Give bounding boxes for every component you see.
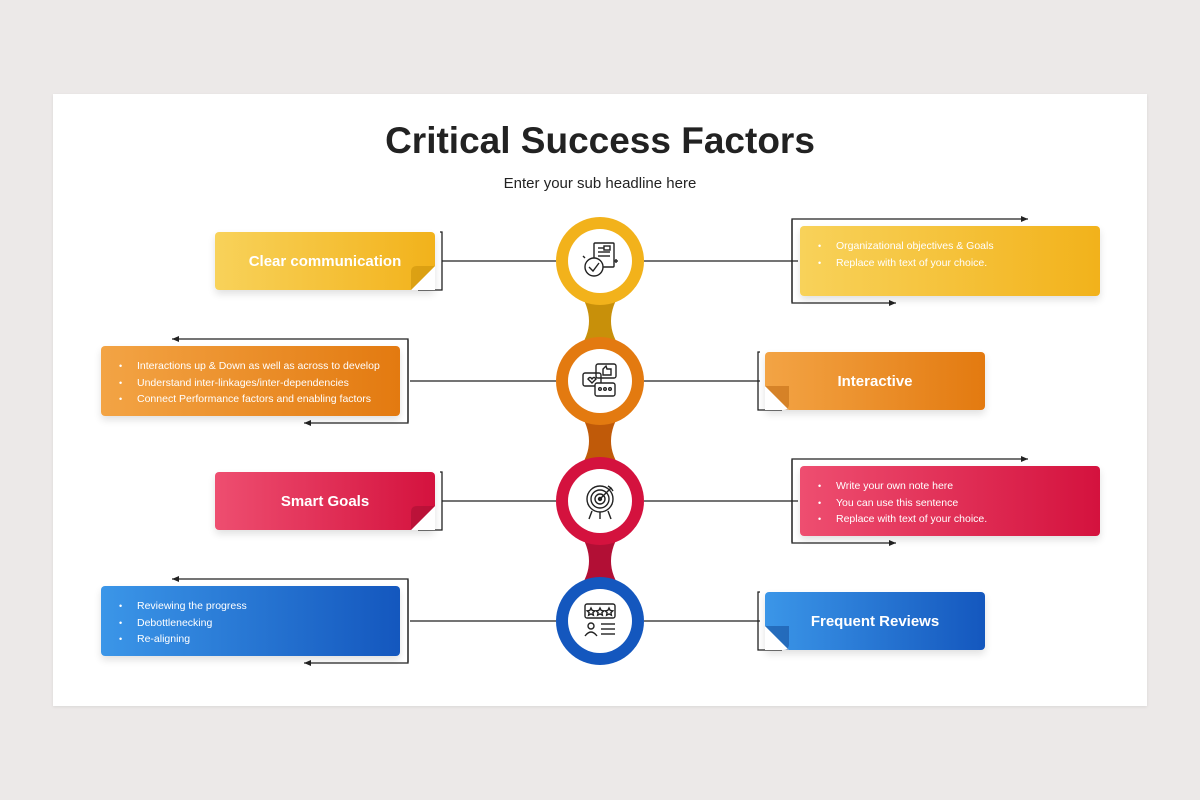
factor-label: Frequent Reviews (810, 612, 940, 630)
chain-link-red-blue (578, 530, 622, 590)
bullet-item: Interactions up & Down as well as across… (119, 358, 390, 375)
chain-link-orange-red (578, 410, 622, 470)
bullet-item: Replace with text of your choice. (818, 255, 1090, 272)
page-title: Critical Success Factors (385, 120, 815, 161)
factor-label-card: Smart Goals (215, 472, 435, 530)
bullet-item: Replace with text of your choice. (818, 511, 1090, 528)
chat-bubbles-icon (568, 349, 632, 413)
page-fold-corner (765, 626, 789, 650)
factor-bullet-card: Interactions up & Down as well as across… (101, 346, 400, 416)
page-subtitle: Enter your sub headline here (503, 175, 697, 192)
bullet-item: Re-aligning (119, 631, 390, 648)
bullet-item: Reviewing the progress (119, 598, 390, 615)
page-fold-corner (411, 506, 435, 530)
bullet-item: Organizational objectives & Goals (818, 238, 1090, 255)
chain-link-yellow-orange (578, 290, 622, 350)
document-check-icon (568, 229, 632, 293)
factor-bullet-card: Write your own note here You can use thi… (800, 466, 1100, 536)
factor-bullet-card: Reviewing the progress Debottlenecking R… (101, 586, 400, 656)
bullet-item: You can use this sentence (818, 495, 1090, 512)
page-fold-corner (411, 266, 435, 290)
factor-label-card: Clear communication (215, 232, 435, 290)
factor-label-card: Frequent Reviews (765, 592, 985, 650)
factor-bullet-card: Organizational objectives & Goals Replac… (800, 226, 1100, 296)
bullet-item: Write your own note here (818, 478, 1090, 495)
bullet-item: Understand inter-linkages/inter-dependen… (119, 375, 390, 392)
factor-label: Smart Goals (280, 492, 370, 510)
bullet-item: Connect Performance factors and enabling… (119, 391, 390, 408)
factor-label-card: Interactive (765, 352, 985, 410)
factor-label: Clear communication (248, 252, 402, 270)
page-fold-corner (765, 386, 789, 410)
bullet-item: Debottlenecking (119, 615, 390, 632)
target-icon (568, 469, 632, 533)
factor-label: Interactive (837, 372, 913, 390)
rating-review-icon (568, 589, 632, 653)
